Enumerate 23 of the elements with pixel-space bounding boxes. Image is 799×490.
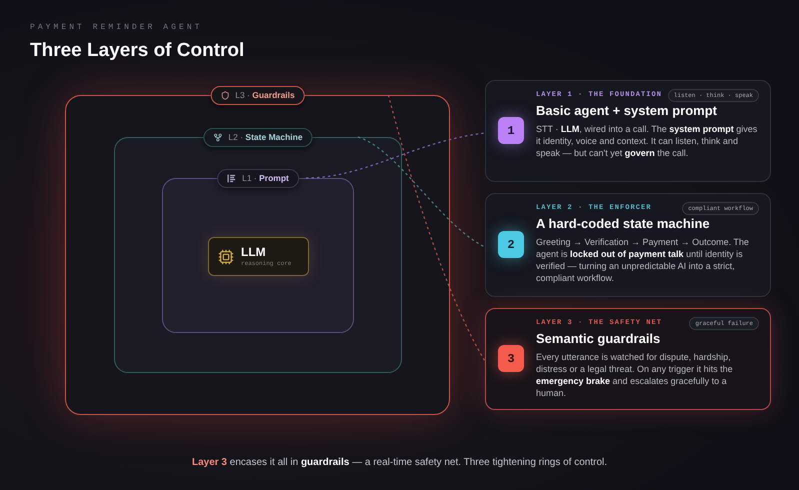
page-title: Three Layers of Control [30, 39, 244, 63]
core-title: LLM [241, 245, 267, 259]
core-box [208, 237, 309, 276]
caption-text: Layer 3 encases it all in guardrails — a real-time safety net. Three tightening rings of control. [192, 456, 608, 470]
card-description: STT · LLM, wired into a call. The system prompt gives it identity, voice and context. It can listen, think and speak — but can't yet govern the call. [536, 123, 758, 159]
layer-number: 1 [498, 117, 524, 144]
card-description: Greeting → Verification → Payment → Outcome. The agent is locked out of payment talk until identity is verified — turning an unpredictable AI into a strict, compliant workflow. [536, 236, 750, 284]
card-heading: Basic agent + system prompt [536, 103, 718, 119]
layer-label: L2 · State Machine [228, 131, 303, 144]
dashed-connector [388, 94, 486, 362]
layer-card [485, 193, 771, 297]
eyebrow-label: PAYMENT REMINDER AGENT [30, 22, 202, 34]
card-description: Every utterance is watched for dispute, hardship, distress or a legal threat. On any trigger it hits the emergency brake and escalates gracefully to a human. [536, 351, 734, 399]
dashed-connector [358, 136, 486, 248]
card-heading: A hard-coded state machine [536, 216, 711, 232]
layer-card [485, 80, 771, 182]
layer-label: L1 · Prompt [242, 172, 289, 185]
layer-card [485, 308, 771, 410]
dashed-connector [306, 132, 486, 179]
layer-label: L3 · Guardrails [235, 89, 295, 102]
layer-number: 2 [498, 231, 524, 258]
layer-number: 3 [498, 345, 524, 372]
card-heading: Semantic guardrails [536, 331, 662, 347]
